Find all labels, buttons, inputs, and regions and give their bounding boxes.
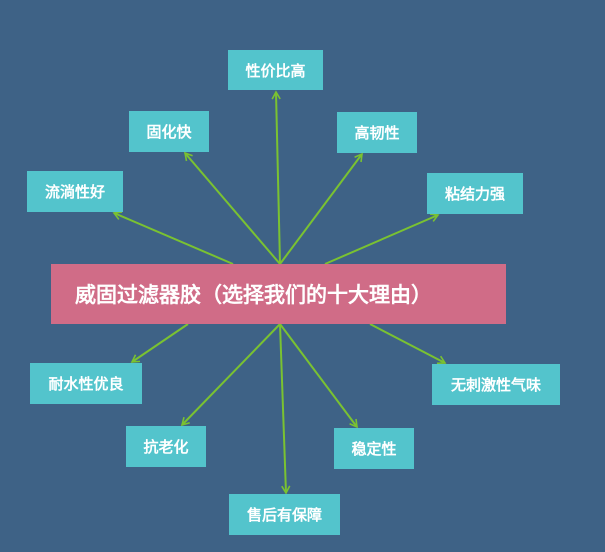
arrow-service [279, 323, 291, 495]
arrow-price [271, 90, 281, 265]
arrow-toughness [279, 152, 363, 265]
reason-node: 性价比高 [228, 50, 323, 90]
reason-node: 无刺激性气味 [432, 364, 560, 405]
arrow-stability [279, 323, 358, 429]
central-topic: 威固过滤器胶（选择我们的十大理由） [51, 264, 506, 324]
arrow-fast-cure [183, 151, 281, 265]
reason-node: 高韧性 [337, 112, 417, 153]
reason-node: 耐水性优良 [30, 363, 142, 404]
arrow-water [130, 323, 189, 363]
reason-node: 稳定性 [334, 428, 414, 469]
reason-node: 流淌性好 [27, 171, 123, 212]
reason-node: 抗老化 [126, 426, 206, 467]
reason-node: 粘结力强 [427, 173, 523, 214]
reason-node: 售后有保障 [229, 494, 340, 535]
arrow-adhesion [324, 213, 440, 265]
arrow-aging [180, 323, 281, 427]
arrow-flow [112, 211, 234, 265]
arrow-odor [369, 323, 447, 365]
reason-node: 固化快 [129, 111, 209, 152]
